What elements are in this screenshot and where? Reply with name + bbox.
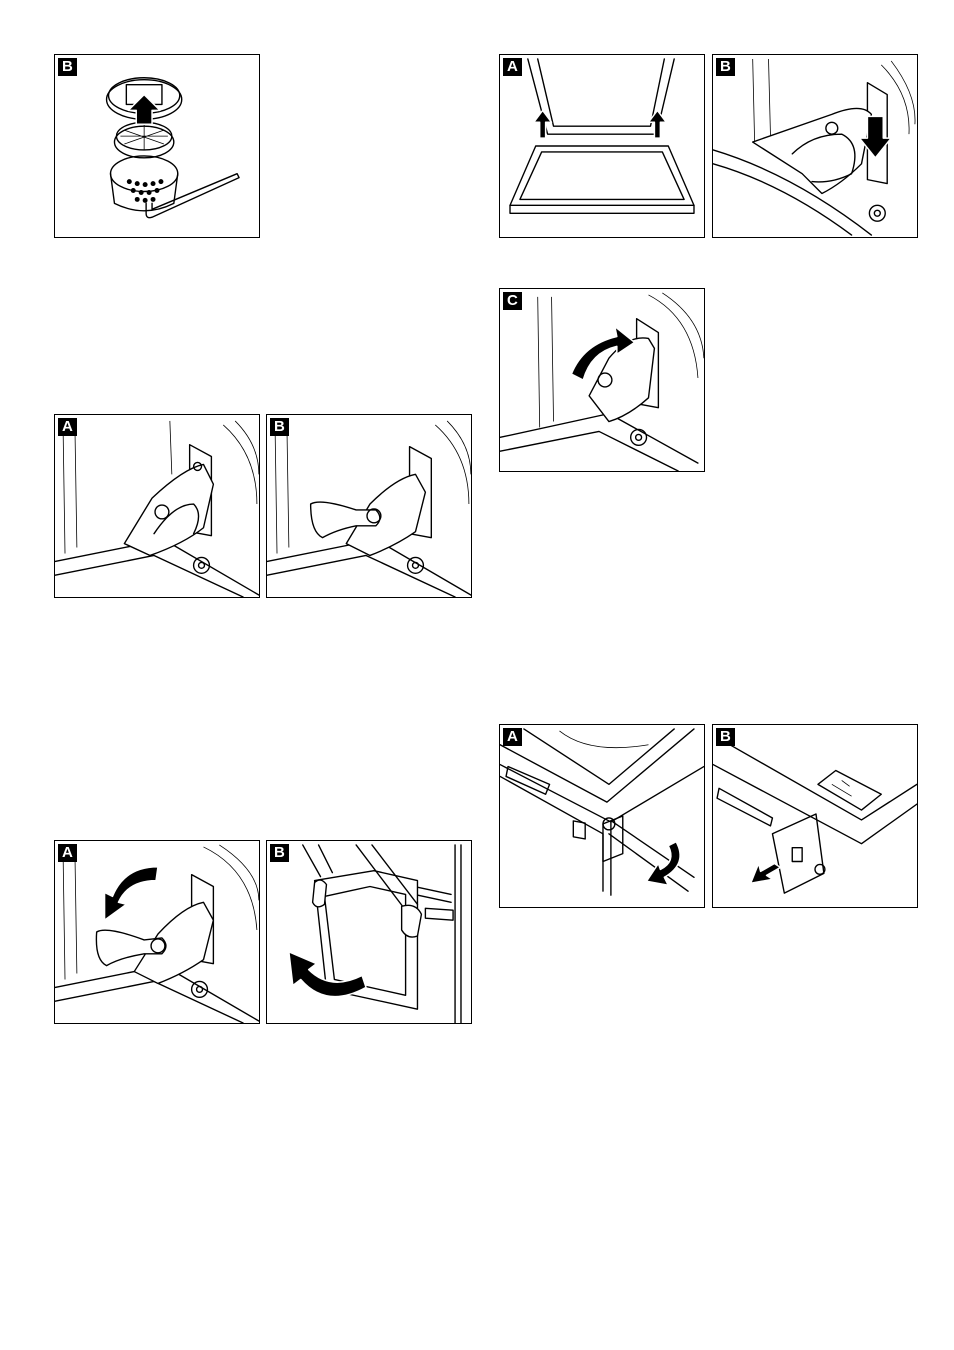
lamp-b-drawing xyxy=(713,725,917,907)
panel-label: B xyxy=(58,58,77,76)
hinge-drawing xyxy=(713,55,917,237)
panel-label: A xyxy=(58,844,77,862)
illustration-hinge-closed: A xyxy=(54,414,260,598)
panel-label: B xyxy=(716,728,735,746)
illustration-filter-assembly: B xyxy=(54,54,260,238)
panel-label: C xyxy=(503,292,522,310)
panel-label: B xyxy=(716,58,735,76)
panel-label: A xyxy=(503,728,522,746)
hinge-c-drawing xyxy=(500,289,704,471)
illustration-lamp-cover-remove: B xyxy=(712,724,918,908)
hinge-a-drawing xyxy=(55,415,259,597)
door-removal-drawing xyxy=(267,841,471,1023)
hinge-b-drawing xyxy=(267,415,471,597)
panel-label: A xyxy=(503,58,522,76)
filter-drawing xyxy=(55,55,259,237)
hinge-open-drawing xyxy=(55,841,259,1023)
panel-label: A xyxy=(58,418,77,436)
illustration-door-removal: B xyxy=(266,840,472,1024)
illustration-hinge-open: A xyxy=(54,840,260,1024)
lamp-a-drawing xyxy=(500,725,704,907)
panel-label: B xyxy=(270,418,289,436)
door-drawing xyxy=(500,55,704,237)
illustration-hinge-rotate: C xyxy=(499,288,705,472)
illustration-lamp-cover-unscrew: A xyxy=(499,724,705,908)
illustration-hinge-push: B xyxy=(712,54,918,238)
panel-label: B xyxy=(270,844,289,862)
illustration-hinge-lever: B xyxy=(266,414,472,598)
illustration-door-hinges: A xyxy=(499,54,705,238)
